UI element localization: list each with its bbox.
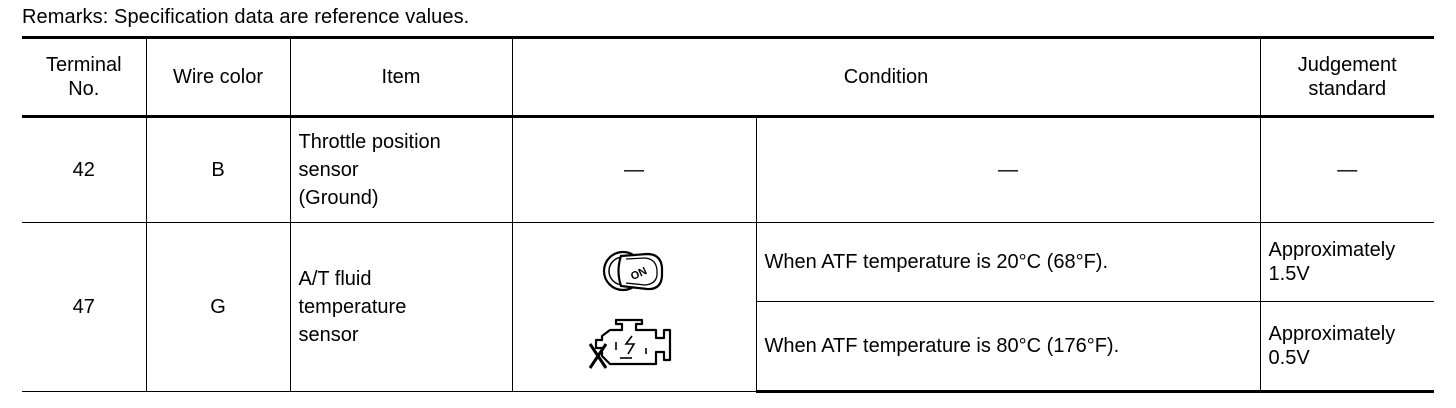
judgement-cell: — bbox=[1259, 116, 1435, 223]
condition-text-cell: When ATF temperature is 80°C (176°F). bbox=[756, 301, 1261, 393]
condition-icon-cell: ON bbox=[511, 222, 757, 392]
table-row: When ATF temperature is 80°C (176°F). Ap… bbox=[22, 301, 1435, 393]
table-row: 47 G A/T fluid temperature sensor ON bbox=[22, 222, 1435, 392]
condition-icon-cell: — bbox=[511, 116, 757, 223]
condition-text-cell: When ATF temperature is 20°C (68°F). bbox=[755, 222, 1261, 302]
ignition-key-on-icon: ON bbox=[602, 250, 664, 292]
wire-color-cell: G bbox=[145, 222, 291, 392]
table-header-row: Terminal No. Wire color Item Condition J… bbox=[22, 36, 1435, 118]
terminal-no-cell: 42 bbox=[22, 116, 147, 223]
header-condition: Condition bbox=[511, 36, 1261, 118]
remarks-note: Remarks: Specification data are referenc… bbox=[22, 6, 470, 28]
header-judgement-standard: Judgement standard bbox=[1259, 36, 1435, 118]
judgement-cell: Approximately 1.5V bbox=[1259, 222, 1435, 302]
wire-color-cell: B bbox=[145, 116, 291, 223]
table-row: 42 B Throttle position sensor (Ground) —… bbox=[22, 116, 1435, 223]
engine-stopped-icon bbox=[588, 318, 672, 369]
header-item: Item bbox=[289, 36, 513, 118]
condition-text-cell: — bbox=[755, 116, 1261, 223]
item-cell: A/T fluid temperature sensor bbox=[289, 222, 513, 392]
judgement-cell: Approximately 0.5V bbox=[1259, 301, 1435, 393]
item-cell: Throttle position sensor (Ground) bbox=[289, 116, 513, 223]
terminal-no-cell: 47 bbox=[22, 222, 147, 392]
terminal-spec-table: Terminal No. Wire color Item Condition J… bbox=[22, 36, 1435, 393]
header-terminal-no: Terminal No. bbox=[22, 36, 147, 118]
header-wire-color: Wire color bbox=[145, 36, 291, 118]
